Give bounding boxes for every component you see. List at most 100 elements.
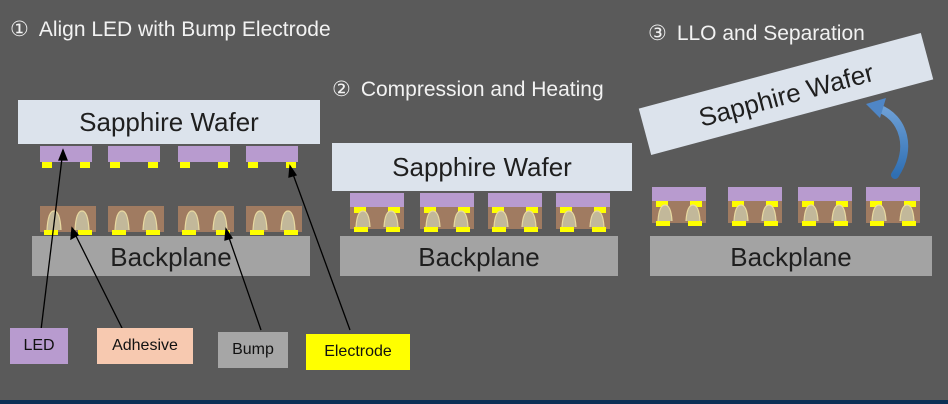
led-electrode (870, 201, 882, 207)
led-electrode (594, 207, 606, 213)
backplane-electrode (44, 230, 58, 235)
led-electrode (560, 207, 572, 213)
backplane-electrode (560, 227, 574, 232)
leader-led (40, 149, 64, 331)
bump (114, 210, 130, 231)
led-chip (420, 193, 474, 207)
legend-electrode: Electrode (306, 334, 410, 370)
backplane-electrode (870, 221, 884, 226)
backplane-electrode (250, 230, 264, 235)
leader-lines (40, 148, 351, 331)
led-electrode (458, 207, 470, 213)
backplane-electrode (284, 230, 298, 235)
backplane-label-2: Backplane (418, 242, 539, 272)
backplane-electrode (216, 230, 230, 235)
led-chip (108, 146, 160, 162)
led-chip (350, 193, 404, 207)
bump (142, 210, 158, 231)
sapphire-wafer-label-2: Sapphire Wafer (392, 152, 572, 182)
sapphire-wafer-3-tilted: Sapphire Wafer (638, 33, 934, 155)
led-row-1 (40, 146, 298, 168)
led-electrode (286, 162, 296, 168)
lift-arrow-icon (874, 104, 909, 179)
bump (493, 210, 509, 228)
led-electrode (526, 207, 538, 213)
led-electrode (218, 162, 228, 168)
legend-adhesive: Adhesive (97, 328, 193, 364)
legend-electrode-label: Electrode (324, 343, 392, 360)
led-electrode (354, 207, 366, 213)
led-chip (40, 146, 92, 162)
led-electrode (492, 207, 504, 213)
backplane-electrode (802, 221, 816, 226)
led-electrode (80, 162, 90, 168)
backplane-electrode (688, 221, 702, 226)
backplane-electrode (834, 221, 848, 226)
backplane-electrode (656, 221, 670, 226)
step-2-group: Sapphire Wafer Backplane (332, 143, 632, 276)
leader-adhesive (71, 227, 124, 331)
backplane-label-1: Backplane (110, 242, 231, 272)
led-electrode (248, 162, 258, 168)
led-electrode (766, 201, 778, 207)
backplane-3 (650, 236, 932, 276)
legend-led: LED (10, 328, 68, 364)
sapphire-wafer-label-1: Sapphire Wafer (79, 107, 259, 137)
led-electrode (836, 201, 848, 207)
step-1-group: Sapphire Wafer Backplane (18, 100, 320, 276)
led-chip (652, 187, 706, 201)
bump (561, 210, 577, 228)
legend-adhesive-label: Adhesive (112, 337, 178, 354)
backplane-2 (340, 236, 618, 276)
led-electrode (148, 162, 158, 168)
bump (383, 210, 399, 228)
bump (453, 210, 469, 228)
backplane-electrode (386, 227, 400, 232)
led-chip (556, 193, 610, 207)
backplane-electrode (902, 221, 916, 226)
sapphire-wafer-2 (332, 143, 632, 191)
led-electrode (424, 207, 436, 213)
bump (252, 210, 268, 231)
led-electrode (802, 201, 814, 207)
backplane-electrode (492, 227, 506, 232)
backplane-electrode (112, 230, 126, 235)
bump (803, 204, 819, 222)
bump (899, 204, 915, 222)
bump (589, 210, 605, 228)
bump (212, 210, 228, 231)
led-electrode (42, 162, 52, 168)
bump (871, 204, 887, 222)
leader-electrode (289, 165, 351, 331)
legend-bump: Bump (218, 332, 288, 368)
led-electrode (732, 201, 744, 207)
bump (184, 210, 200, 231)
backplane-electrode (592, 227, 606, 232)
led-electrode (656, 201, 668, 207)
led-electrode (388, 207, 400, 213)
backplane-electrode (146, 230, 160, 235)
backplane-label-3: Backplane (730, 242, 851, 272)
led-electrode (904, 201, 916, 207)
backplane-electrode (424, 227, 438, 232)
led-electrode (690, 201, 702, 207)
led-electrode (180, 162, 190, 168)
legend-bump-label: Bump (232, 341, 274, 358)
backplane-electrode (182, 230, 196, 235)
adhesive-row-1 (40, 206, 302, 235)
bump (521, 210, 537, 228)
bump (355, 210, 371, 228)
bump (733, 204, 749, 222)
led-chip (728, 187, 782, 201)
leader-adhesive-arrowhead-icon (70, 226, 80, 241)
leader-led-arrowhead-icon (58, 148, 68, 161)
leader-electrode-arrowhead-icon (288, 164, 298, 178)
led-chip (798, 187, 852, 201)
bump (685, 204, 701, 222)
sapphire-wafer-3 (638, 33, 934, 155)
backplane-electrode (78, 230, 92, 235)
